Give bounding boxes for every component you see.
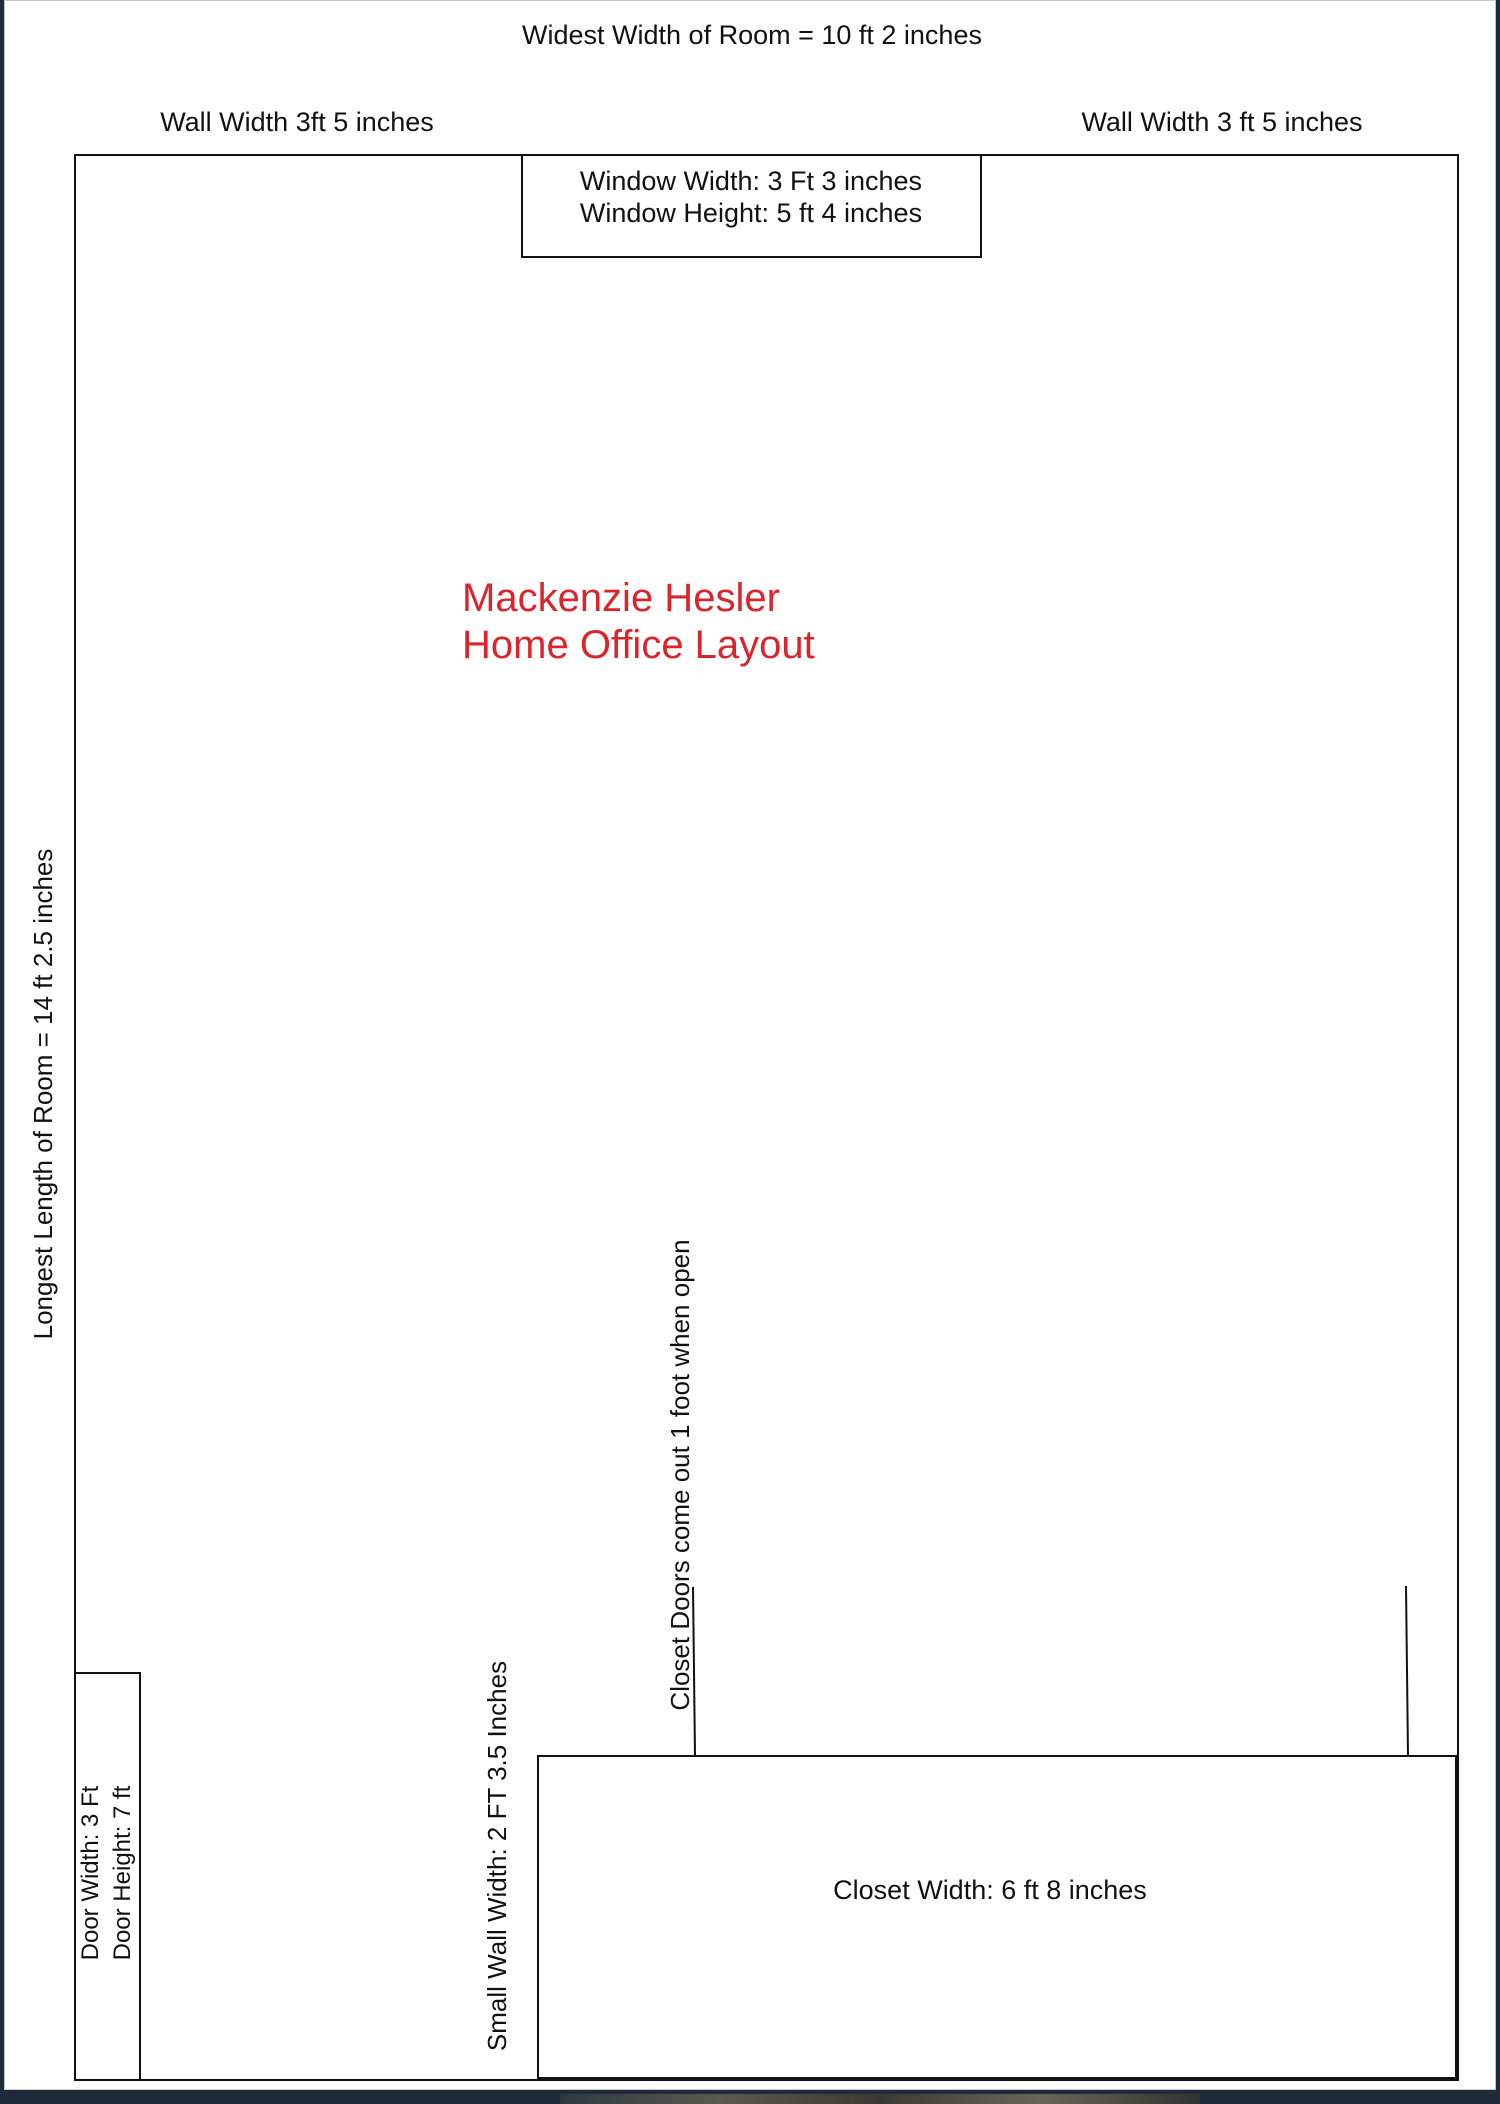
door-width-label: Door Width: 3 Ft — [77, 1785, 104, 1960]
window-box — [521, 154, 982, 258]
closet-door-line-left — [692, 1586, 696, 1757]
wall-width-left-label: Wall Width 3ft 5 inches — [160, 107, 434, 137]
wall-width-right-label: Wall Width 3 ft 5 inches — [1081, 107, 1362, 137]
plan-sheet — [4, 0, 1496, 2090]
door-height-label: Door Height: 7 ft — [109, 1785, 136, 1960]
closet-box — [537, 1755, 1457, 2079]
background-photo-edge — [560, 2094, 1200, 2104]
room-outline — [74, 154, 1459, 2081]
small-wall-width-label: Small Wall Width: 2 FT 3.5 Inches — [482, 1661, 512, 2051]
longest-length-label: Longest Length of Room = 14 ft 2.5 inche… — [28, 849, 58, 1340]
plan-title-line1: Mackenzie Hesler — [462, 576, 780, 620]
closet-width-label: Closet Width: 6 ft 8 inches — [833, 1875, 1147, 1905]
closet-door-line-right — [1405, 1585, 1409, 1757]
plan-title-line2: Home Office Layout — [462, 623, 815, 667]
window-height-label: Window Height: 5 ft 4 inches — [580, 198, 922, 228]
closet-doors-label: Closet Doors come out 1 foot when open — [665, 1239, 695, 1710]
widest-width-label: Widest Width of Room = 10 ft 2 inches — [522, 20, 982, 50]
window-width-label: Window Width: 3 Ft 3 inches — [580, 166, 922, 196]
door-box — [74, 1672, 141, 2081]
